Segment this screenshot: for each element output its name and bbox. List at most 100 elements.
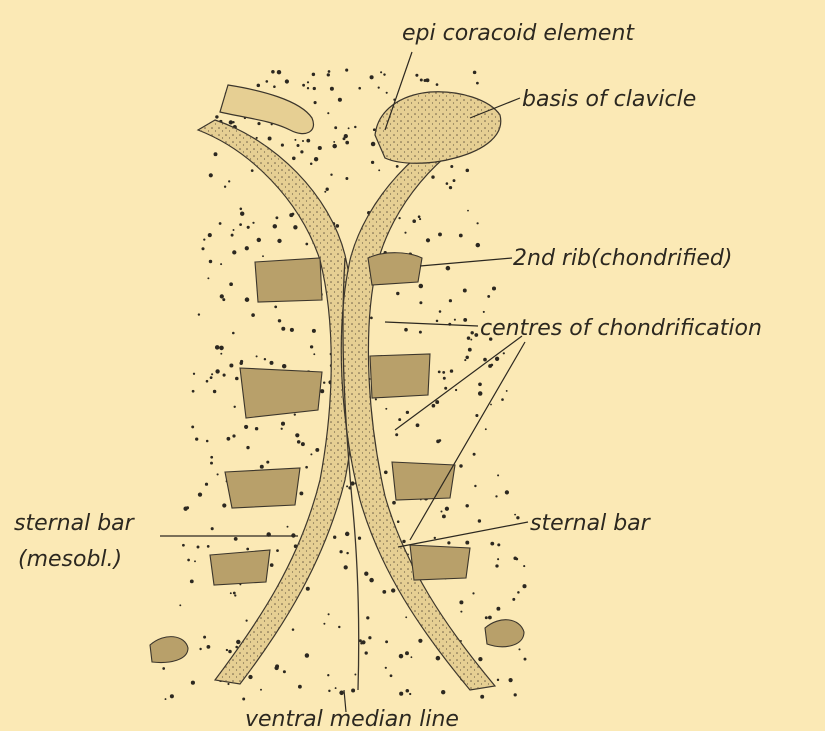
- stipple-dot: [207, 545, 210, 548]
- stipple-dot: [464, 359, 466, 361]
- stipple-dot: [235, 377, 239, 381]
- stipple-dot: [306, 139, 310, 143]
- stipple-dot: [436, 320, 439, 323]
- stipple-dot: [291, 213, 294, 216]
- stipple-dot: [245, 246, 249, 250]
- stipple-dot: [368, 636, 371, 639]
- stipple-dot: [415, 74, 418, 77]
- stipple-dot: [320, 389, 324, 393]
- stipple-dot: [418, 639, 422, 643]
- stipple-dot: [324, 191, 326, 193]
- stipple-dot: [210, 456, 213, 459]
- stipple-dot: [442, 371, 445, 374]
- stipple-dot: [419, 301, 422, 304]
- label-epicoracoid: epi coracoid element: [402, 21, 635, 46]
- stipple-dot: [468, 348, 472, 352]
- stipple-dot: [240, 208, 243, 211]
- stipple-dot: [398, 217, 400, 219]
- stipple-dot: [404, 328, 408, 332]
- stipple-dot: [330, 87, 334, 91]
- stipple-dot: [506, 390, 508, 392]
- stipple-dot: [198, 313, 200, 315]
- stipple-dot: [371, 161, 374, 164]
- stipple-dot: [487, 295, 490, 298]
- stipple-dot: [409, 693, 411, 695]
- stipple-dot: [310, 453, 312, 455]
- stipple-dot: [386, 92, 388, 94]
- stipple-dot: [232, 250, 236, 254]
- left-rib-2: [240, 368, 322, 418]
- stipple-dot: [339, 550, 342, 553]
- stipple-dot: [459, 234, 463, 238]
- stipple-dot: [385, 640, 388, 643]
- stipple-dot: [476, 243, 480, 247]
- left-tip: [150, 637, 188, 663]
- stipple-dot: [405, 616, 407, 618]
- stipple-dot: [299, 491, 303, 495]
- stipple-dot: [492, 286, 496, 290]
- stipple-dot: [478, 657, 482, 661]
- stipple-dot: [314, 157, 318, 161]
- stipple-dot: [302, 140, 304, 142]
- left-rib-1: [255, 258, 322, 302]
- stipple-dot: [395, 433, 398, 436]
- stipple-dot: [315, 448, 319, 452]
- stipple-dot: [480, 695, 484, 699]
- stipple-dot: [327, 674, 329, 676]
- stipple-dot: [234, 594, 236, 596]
- stipple-dot: [260, 465, 264, 469]
- stipple-dot: [297, 440, 301, 444]
- stipple-dot: [338, 626, 340, 628]
- stipple-dot: [273, 85, 276, 88]
- stipple-dot: [295, 433, 299, 437]
- stipple-dot: [190, 579, 194, 583]
- stipple-dot: [474, 333, 478, 337]
- stipple-dot: [282, 364, 286, 368]
- stipple-dot: [193, 373, 195, 375]
- stipple-dot: [497, 558, 499, 560]
- stipple-dot: [420, 79, 423, 82]
- stipple-dot: [453, 179, 456, 182]
- stipple-dot: [473, 453, 476, 456]
- stipple-dot: [385, 667, 387, 669]
- stipple-dot: [426, 78, 430, 82]
- stipple-dot: [435, 400, 439, 404]
- stipple-dot: [472, 592, 474, 594]
- right-bar-stipple: [341, 120, 495, 690]
- stipple-dot: [418, 215, 421, 218]
- stipple-dot: [339, 691, 344, 696]
- stipple-dot: [358, 87, 361, 90]
- stipple-dot: [378, 87, 380, 89]
- stipple-dot: [313, 87, 316, 90]
- stipple-dot: [231, 234, 234, 237]
- stipple-dot: [465, 504, 468, 507]
- stipple-dot: [478, 391, 483, 396]
- stipple-dot: [323, 623, 325, 625]
- stipple-dot: [399, 692, 403, 696]
- stipple-dot: [476, 222, 478, 224]
- right-tip: [485, 620, 524, 647]
- stipple-dot: [247, 226, 250, 229]
- stipple-dot: [470, 339, 472, 341]
- stipple-dot: [496, 607, 500, 611]
- stipple-dot: [251, 313, 255, 317]
- stipple-dot: [483, 311, 485, 313]
- stipple-dot: [306, 587, 310, 591]
- stipple-dot: [313, 353, 315, 355]
- stipple-dot: [467, 336, 471, 340]
- stipple-dot: [505, 490, 509, 494]
- stipple-dot: [310, 162, 313, 165]
- stipple-dot: [490, 364, 493, 367]
- stipple-dot: [242, 698, 245, 701]
- stipple-dot: [432, 404, 436, 408]
- stipple-dot: [273, 224, 277, 228]
- stipple-dot: [439, 310, 442, 313]
- stipple-dot: [312, 329, 316, 333]
- stipple-dot: [203, 636, 206, 639]
- stipple-dot: [233, 592, 236, 595]
- stipple-dot: [332, 144, 336, 148]
- stipple-dot: [222, 298, 225, 301]
- stipple-dot: [416, 423, 420, 427]
- stipple-dot: [327, 73, 330, 76]
- stipple-dot: [305, 243, 308, 246]
